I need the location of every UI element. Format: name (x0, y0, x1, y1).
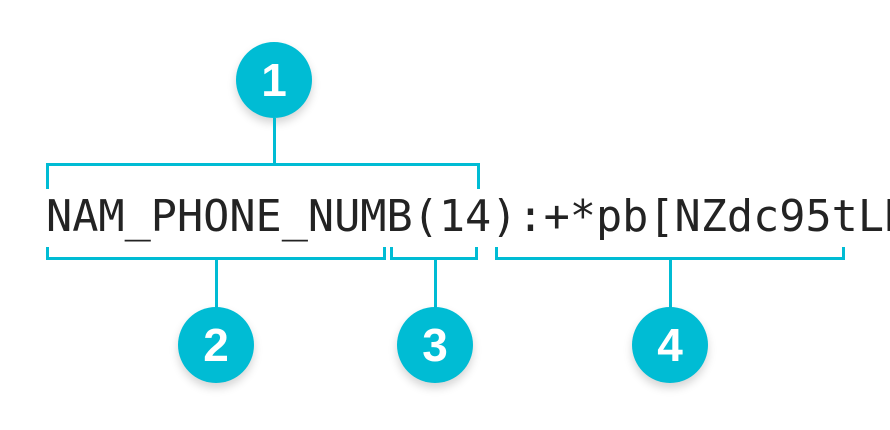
bracket-segment-whole (46, 163, 480, 189)
marker-badge-3[interactable]: 3 (397, 307, 473, 383)
marker-badge-4[interactable]: 4 (632, 307, 708, 383)
marker-4-stem (668, 258, 672, 308)
marker-3-stem (433, 258, 437, 308)
code-string: NAM_PHONE_NUMB(14):+*pb[NZdc95tLB (46, 192, 890, 242)
marker-badge-2[interactable]: 2 (178, 307, 254, 383)
marker-badge-1[interactable]: 1 (236, 42, 312, 118)
marker-1-stem (272, 118, 276, 164)
marker-2-stem (214, 258, 218, 308)
